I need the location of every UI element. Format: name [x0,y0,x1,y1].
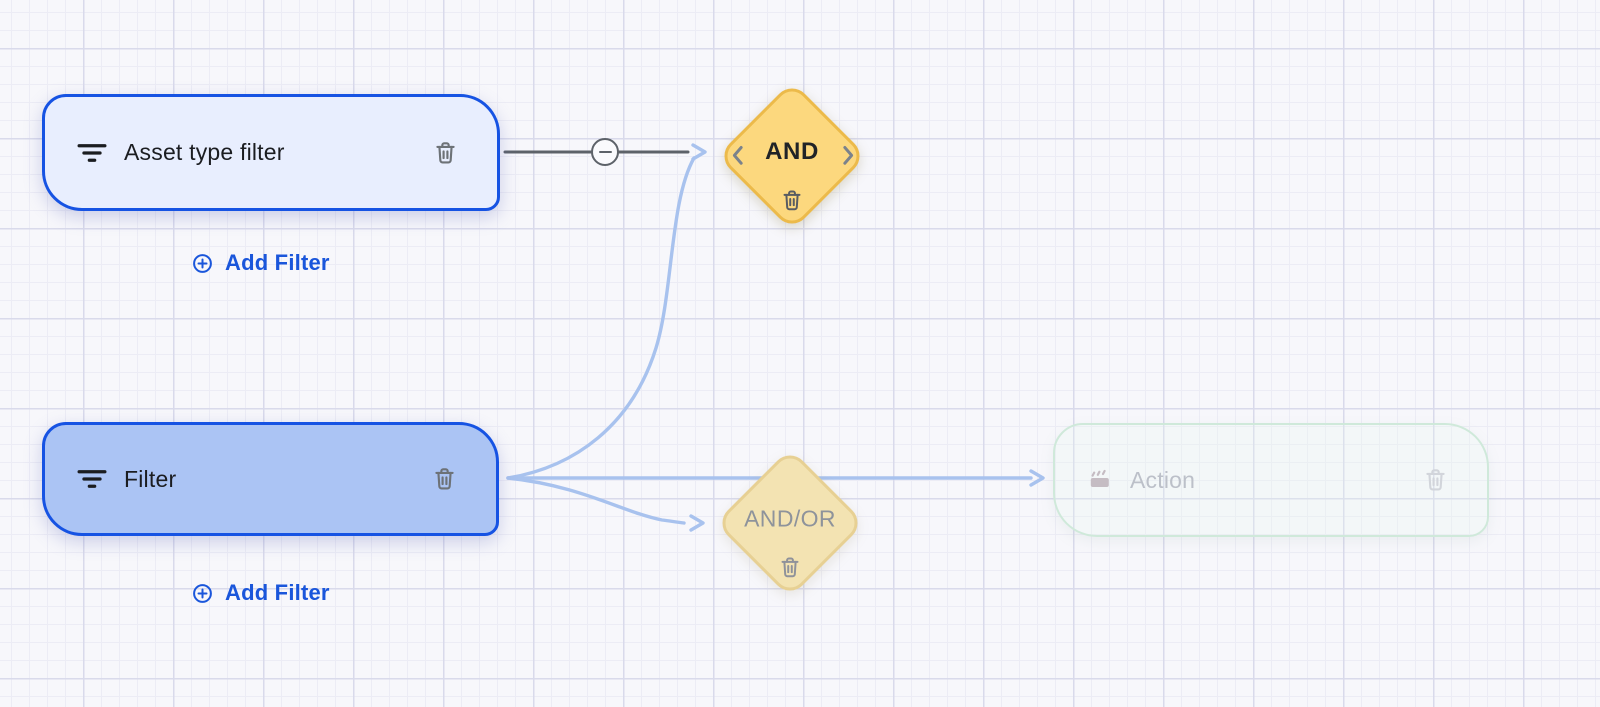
node-asset-type-filter[interactable]: Asset type filter [42,94,500,211]
trash-icon[interactable] [778,554,803,581]
node-label: Action [1130,466,1196,493]
node-label: Asset type filter [124,139,285,165]
edge-filter-to-andor [506,476,686,525]
trash-icon[interactable] [431,465,458,494]
add-filter-button-bottom[interactable]: Add Filter [192,576,330,610]
chevron-left-icon[interactable] [731,145,744,166]
trash-icon[interactable] [1422,466,1449,495]
minus-circle-icon[interactable] [591,138,619,166]
add-filter-label: Add Filter [225,250,330,275]
operator-andor-content: AND/OR [715,448,865,598]
operator-and-content: AND [717,81,867,231]
trash-icon[interactable] [780,187,805,214]
arrowhead-action [1029,469,1045,487]
add-filter-label: Add Filter [225,580,330,605]
clapperboard-icon [1087,468,1113,492]
trash-icon[interactable] [432,138,459,167]
node-filter[interactable]: Filter [42,422,499,536]
minus-bar [598,150,612,154]
plus-circle-icon [192,253,213,274]
filter-lines-icon [77,468,107,490]
edge-filter-to-and [506,156,696,480]
arrowhead-andor [689,514,705,532]
filter-lines-icon [77,142,107,164]
chevron-right-icon[interactable] [842,145,855,166]
add-filter-button-top[interactable]: Add Filter [192,246,330,280]
operator-label: AND [765,137,819,165]
plus-circle-icon [192,583,213,604]
node-action-placeholder[interactable]: Action [1053,423,1489,537]
operator-label: AND/OR [744,505,836,531]
arrowhead-and [691,143,707,161]
node-label: Filter [124,465,177,492]
